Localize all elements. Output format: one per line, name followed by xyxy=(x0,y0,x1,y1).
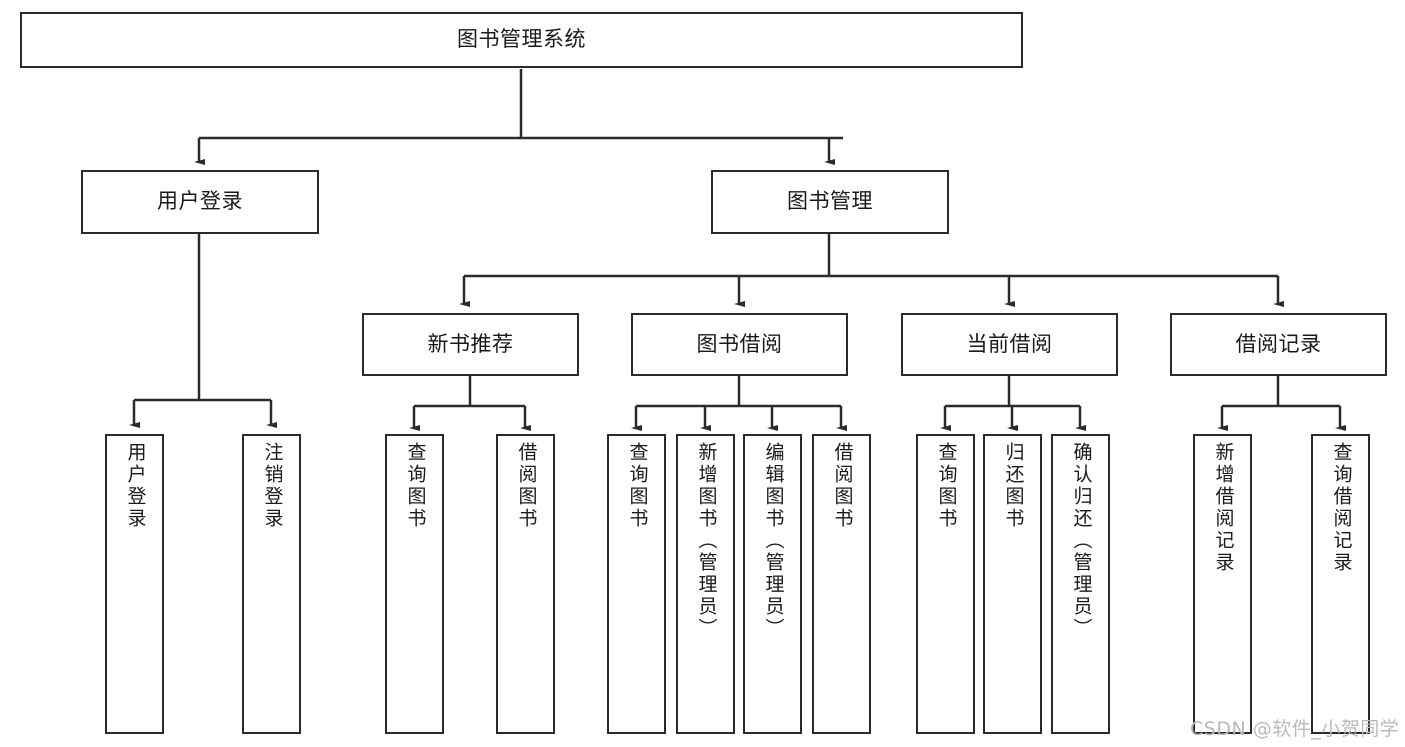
leaf-logout-label: 注销登录 xyxy=(261,442,284,530)
node-book-manage-label: 图书管理 xyxy=(787,189,873,214)
leaf-nb-borrow-book-label: 借阅图书 xyxy=(515,442,538,530)
node-new-book-recommend[interactable]: 新书推荐 xyxy=(362,313,579,376)
leaf-bb-query-book-label: 查询图书 xyxy=(626,442,649,530)
node-book-manage[interactable]: 图书管理 xyxy=(711,170,949,234)
leaf-cb-query-book-label: 查询图书 xyxy=(935,442,958,530)
leaf-logout[interactable]: 注销登录 xyxy=(242,434,301,734)
leaf-nb-query-book[interactable]: 查询图书 xyxy=(385,434,444,734)
node-user-login-label: 用户登录 xyxy=(157,189,243,214)
leaf-nb-query-book-label: 查询图书 xyxy=(404,442,427,530)
leaf-bb-query-book[interactable]: 查询图书 xyxy=(607,434,666,734)
leaf-cb-return-book[interactable]: 归还图书 xyxy=(983,434,1042,734)
node-user-login[interactable]: 用户登录 xyxy=(81,170,319,234)
leaf-bb-edit-book-admin[interactable]: 编辑图书（管理员） xyxy=(743,434,802,734)
leaf-bb-edit-book-admin-label: 编辑图书（管理员） xyxy=(762,442,785,640)
leaf-cb-confirm-return-admin[interactable]: 确认归还（管理员） xyxy=(1051,434,1110,734)
leaf-br-add-record[interactable]: 新增借阅记录 xyxy=(1193,434,1252,734)
node-current-borrow[interactable]: 当前借阅 xyxy=(901,313,1118,376)
leaf-br-query-record[interactable]: 查询借阅记录 xyxy=(1311,434,1370,734)
node-root[interactable]: 图书管理系统 xyxy=(20,12,1023,68)
leaf-cb-confirm-return-admin-label: 确认归还（管理员） xyxy=(1070,442,1093,640)
node-book-borrow-label: 图书借阅 xyxy=(696,331,783,356)
leaf-cb-query-book[interactable]: 查询图书 xyxy=(916,434,975,734)
leaf-br-query-record-label: 查询借阅记录 xyxy=(1330,442,1353,574)
node-book-borrow[interactable]: 图书借阅 xyxy=(631,313,848,376)
leaf-br-add-record-label: 新增借阅记录 xyxy=(1212,442,1235,574)
leaf-user-login-label: 用户登录 xyxy=(124,442,147,530)
leaf-bb-add-book-admin[interactable]: 新增图书（管理员） xyxy=(676,434,735,734)
leaf-cb-return-book-label: 归还图书 xyxy=(1002,442,1025,530)
leaf-bb-borrow-book[interactable]: 借阅图书 xyxy=(812,434,871,734)
leaf-bb-add-book-admin-label: 新增图书（管理员） xyxy=(695,442,718,640)
leaf-user-login[interactable]: 用户登录 xyxy=(105,434,164,734)
node-new-book-recommend-label: 新书推荐 xyxy=(427,331,514,356)
node-borrow-record-label: 借阅记录 xyxy=(1235,331,1322,356)
leaf-bb-borrow-book-label: 借阅图书 xyxy=(831,442,854,530)
node-current-borrow-label: 当前借阅 xyxy=(966,331,1053,356)
node-root-label: 图书管理系统 xyxy=(457,27,586,52)
csdn-watermark: CSDN @软件_小贺同学 xyxy=(1190,718,1400,740)
node-borrow-record[interactable]: 借阅记录 xyxy=(1170,313,1387,376)
leaf-nb-borrow-book[interactable]: 借阅图书 xyxy=(496,434,555,734)
